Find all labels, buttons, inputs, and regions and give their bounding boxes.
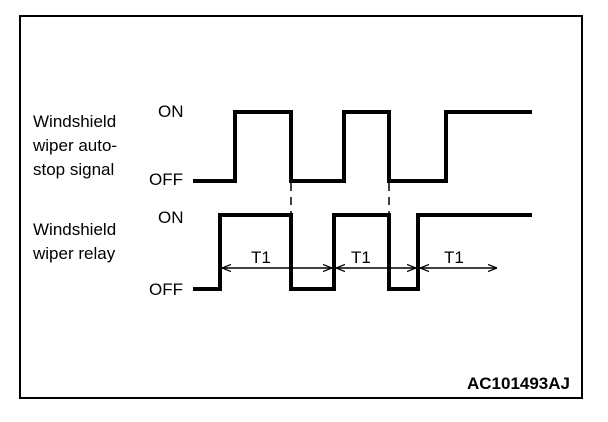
interval-label-1: T1 [251,248,271,267]
diagram-frame [19,15,583,399]
relay-label-line-1: Windshield [33,220,117,239]
relay-off-label: OFF [149,280,183,299]
diagram-code: AC101493AJ [466,374,570,393]
autostop-label-line-2: wiper auto- [33,136,118,155]
relay-label-line-2: wiper relay [33,244,116,263]
relay-waveform [193,213,532,291]
relay-signal-label: Windshield wiper relay [33,218,116,266]
autostop-on-label: ON [158,102,184,121]
interval-label-3: T1 [444,248,464,267]
autostop-off-label: OFF [149,170,183,189]
relay-on-label: ON [158,208,184,227]
autostop-waveform [193,110,532,183]
interval-label-2: T1 [351,248,371,267]
autostop-signal-label: Windshield wiper auto- stop signal [33,110,117,182]
autostop-label-line-3: stop signal [33,160,115,179]
autostop-label-line-1: Windshield [33,112,117,131]
